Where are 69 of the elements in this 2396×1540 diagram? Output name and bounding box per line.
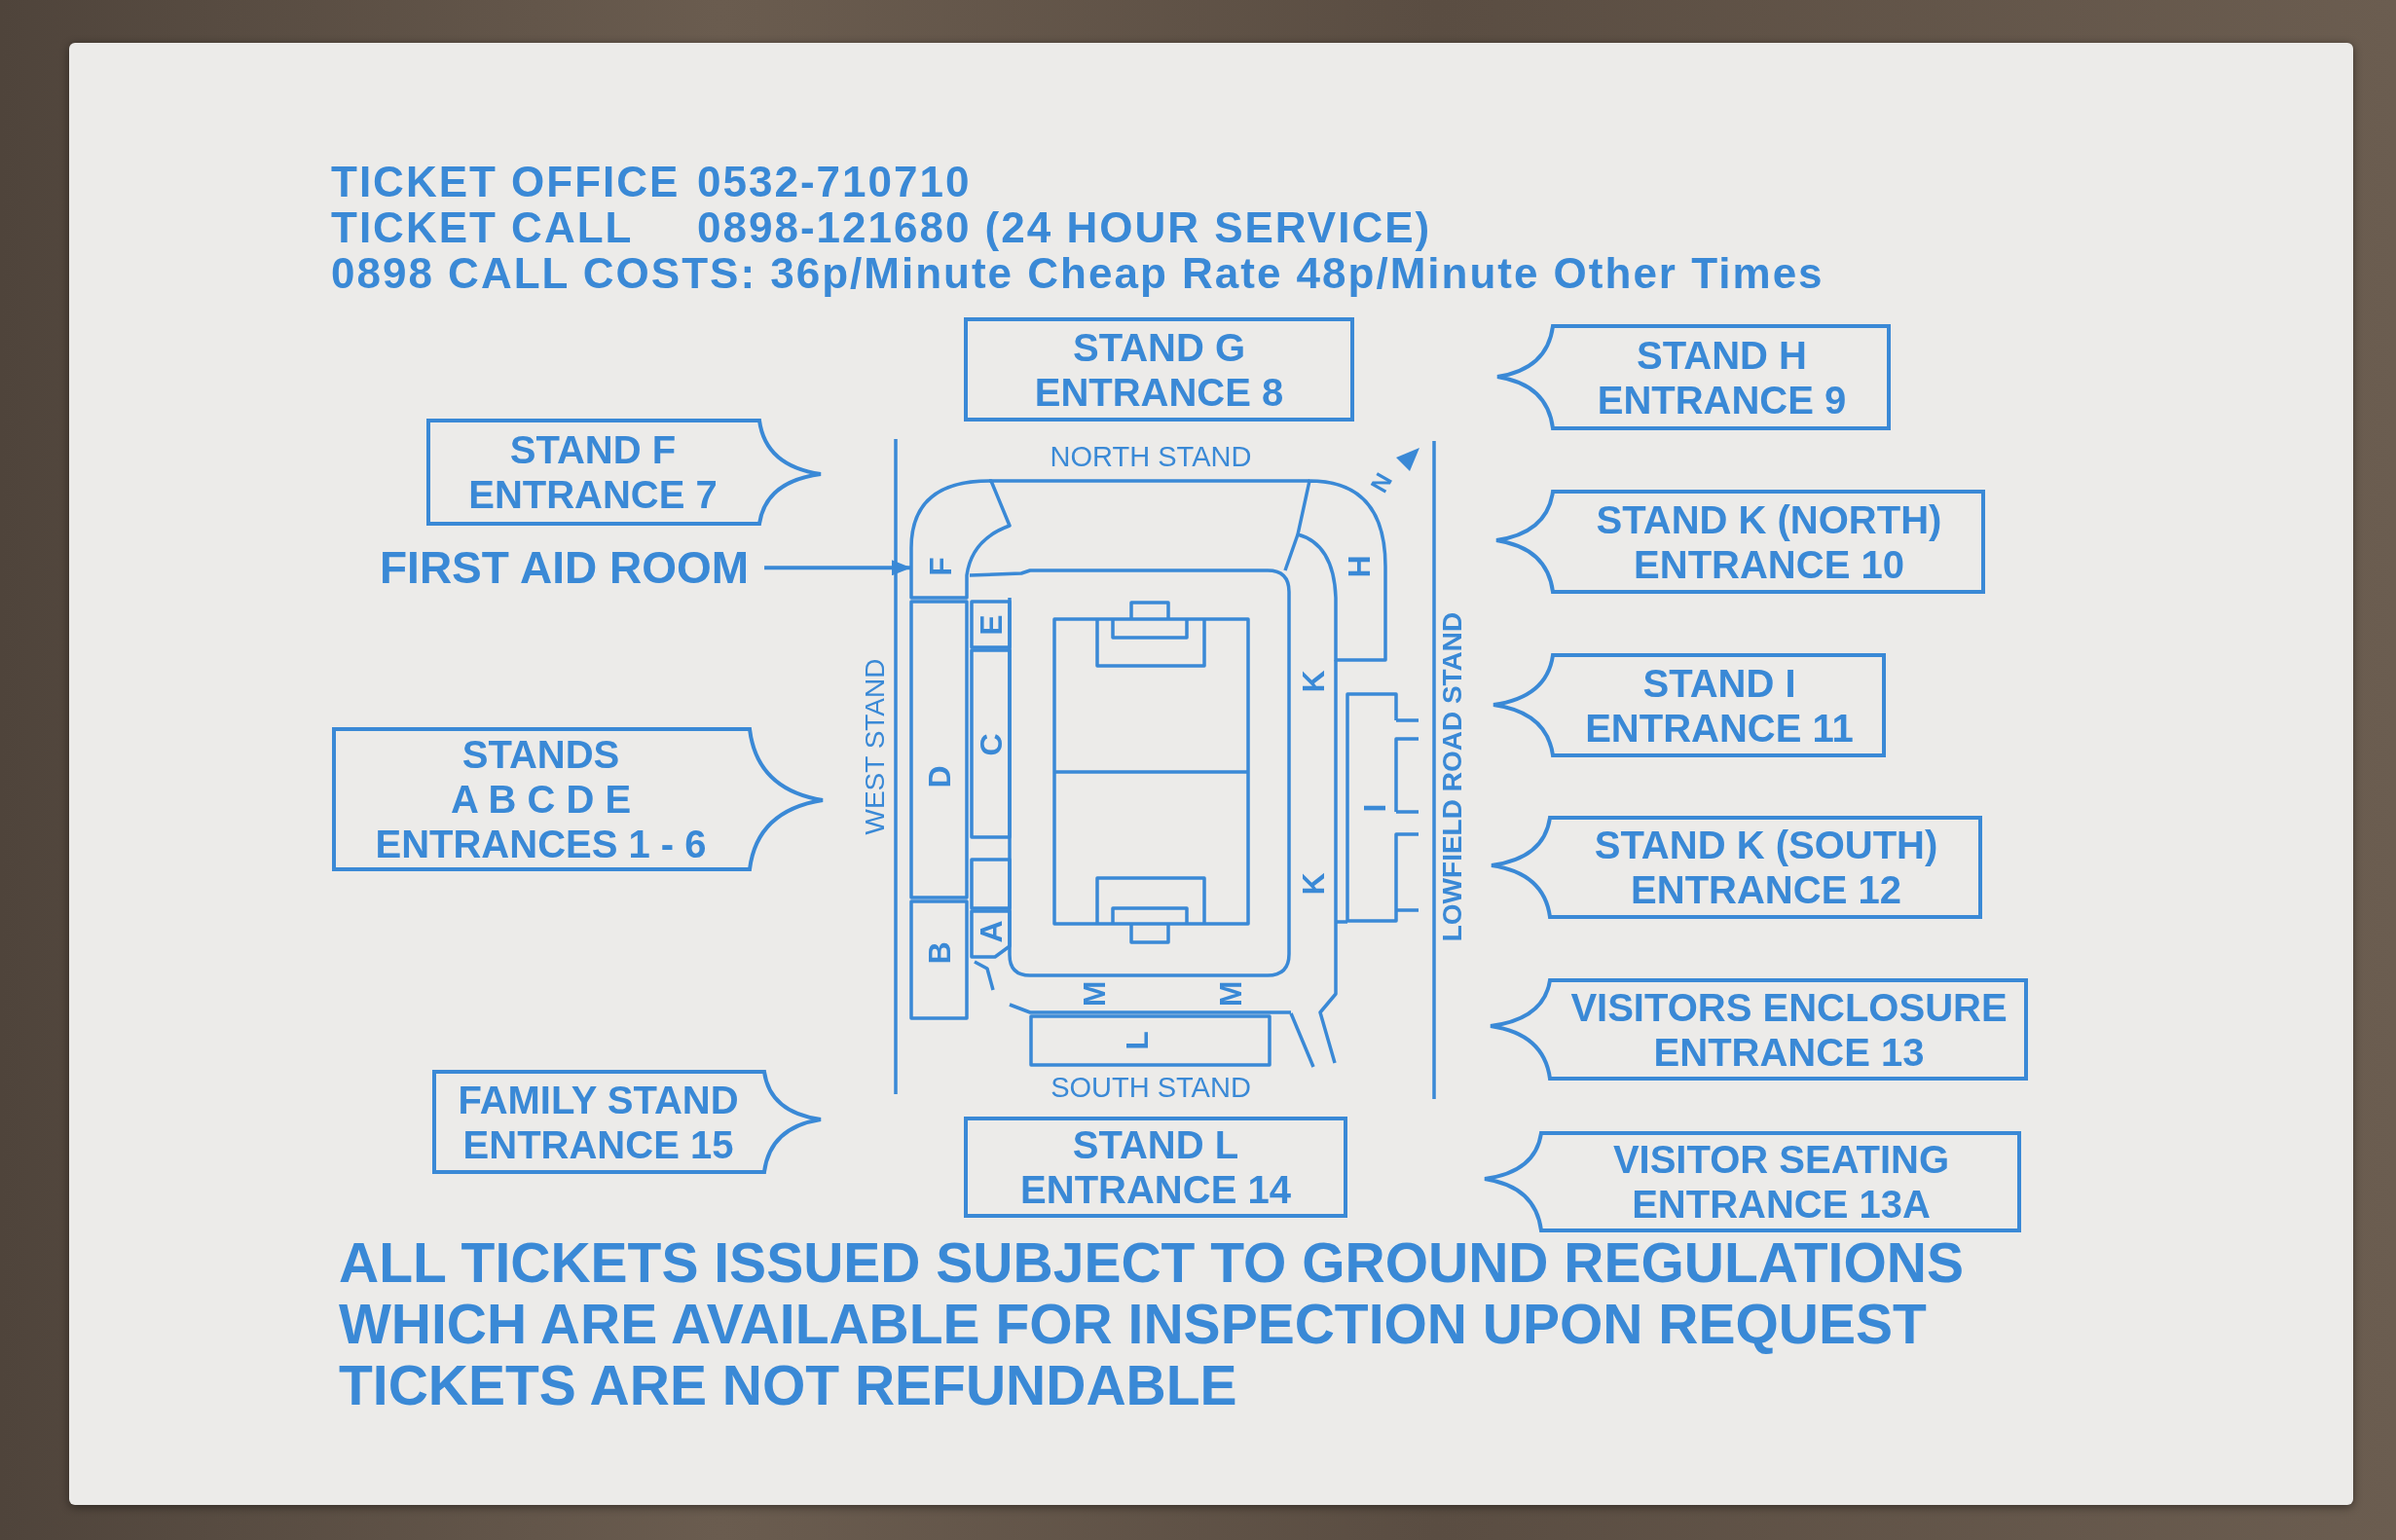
stand-name: STAND H — [1637, 332, 1807, 378]
section-letter: E — [975, 613, 1007, 636]
entrance-number: ENTRANCE 7 — [468, 472, 718, 517]
entrance-callout — [1494, 490, 1985, 594]
entrance-callout — [1490, 816, 1982, 919]
stand-name: STAND G — [1073, 324, 1245, 370]
arrow — [764, 560, 911, 576]
stand-name: STAND K (SOUTH) — [1594, 823, 1938, 867]
stand-name: FAMILY STAND — [458, 1077, 739, 1122]
section-letter: M — [1215, 980, 1246, 1008]
stand-name: STANDS A B C D E — [449, 732, 633, 822]
stand-area-label: SOUTH STAND — [1051, 1073, 1251, 1102]
entrance-callout — [964, 1117, 1347, 1218]
stand-name: STAND K (NORTH) — [1596, 496, 1942, 542]
office-label: TICKET OFFICE — [331, 159, 681, 204]
stand-section — [909, 600, 969, 899]
stand-name: VISITOR SEATING — [1612, 1137, 1950, 1182]
section-letter: C — [975, 733, 1007, 756]
stand-section — [909, 899, 969, 1020]
phone-number: 0898-121680 (24 HOUR SERVICE) — [697, 204, 1432, 250]
stand-name: STAND F — [509, 427, 677, 472]
stand-name: STAND L — [1072, 1122, 1239, 1167]
phone-number: 0532-710710 — [697, 159, 972, 204]
entrance-callout — [1483, 1131, 2021, 1232]
entrance-number: ENTRANCE 13 — [1653, 1029, 1925, 1075]
entrance-number: ENTRANCE 12 — [1631, 867, 1901, 912]
section-letter: I — [1359, 803, 1390, 813]
office-label: TICKET CALL — [331, 204, 634, 250]
stand-section — [1345, 692, 1420, 923]
entrance-number: ENTRANCES 1 - 6 — [375, 822, 707, 866]
section-letter: A — [975, 920, 1007, 943]
entrance-callout — [432, 1070, 823, 1174]
stand-section — [970, 648, 1012, 839]
entrance-number: ENTRANCE 8 — [1034, 369, 1284, 415]
section-letter: B — [924, 941, 955, 965]
entrance-callout — [1489, 978, 2028, 1081]
room-label: FIRST AID ROOM — [380, 543, 750, 593]
entrance-callout — [332, 727, 825, 871]
entrance-callout — [426, 419, 823, 526]
entrance-number: ENTRANCE 15 — [462, 1121, 734, 1167]
section-letter: L — [1122, 1031, 1153, 1050]
compass-letter: N — [1366, 468, 1397, 497]
stand-section — [970, 909, 1012, 959]
section-letter: D — [924, 765, 955, 788]
terms-note: ALL TICKETS ISSUED SUBJECT TO GROUND REGULATIONS WHICH ARE AVAILABLE FOR INSPECTION UPON REQUEST — [339, 1232, 1965, 1355]
section-letter: M — [1079, 980, 1110, 1008]
section-letter: K — [1298, 670, 1329, 693]
section-letter: K — [1298, 872, 1329, 896]
entrance-number: ENTRANCE 11 — [1585, 705, 1854, 751]
section-letter: F — [925, 557, 956, 576]
stand-area-label: LOWFIELD ROAD STAND — [1439, 611, 1466, 942]
entrance-number: ENTRANCE 9 — [1597, 377, 1847, 422]
entrance-number: ENTRANCE 13A — [1632, 1182, 1931, 1227]
stand-section — [970, 600, 1012, 649]
section-letter: H — [1344, 555, 1375, 578]
stand-area-label: WEST STAND — [862, 658, 889, 835]
stand-name: VISITORS ENCLOSURE — [1570, 984, 2008, 1030]
stand-name: STAND I — [1642, 660, 1796, 706]
stand-area-label: NORTH STAND — [1050, 442, 1252, 471]
terms-note: TICKETS ARE NOT REFUNDABLE — [339, 1355, 1237, 1416]
entrance-callout — [964, 317, 1354, 422]
stand-section — [1029, 1014, 1272, 1067]
stand-section — [970, 858, 1012, 910]
entrance-number: ENTRANCE 10 — [1634, 541, 1904, 587]
entrance-callout — [1492, 653, 1886, 757]
entrance-number: ENTRANCE 14 — [1020, 1167, 1291, 1212]
stand-section — [909, 478, 1012, 600]
call-cost-note: 0898 CALL COSTS: 36p/Minute Cheap Rate 48p/Minute Other Times — [331, 250, 1825, 296]
entrance-callout — [1495, 324, 1891, 430]
